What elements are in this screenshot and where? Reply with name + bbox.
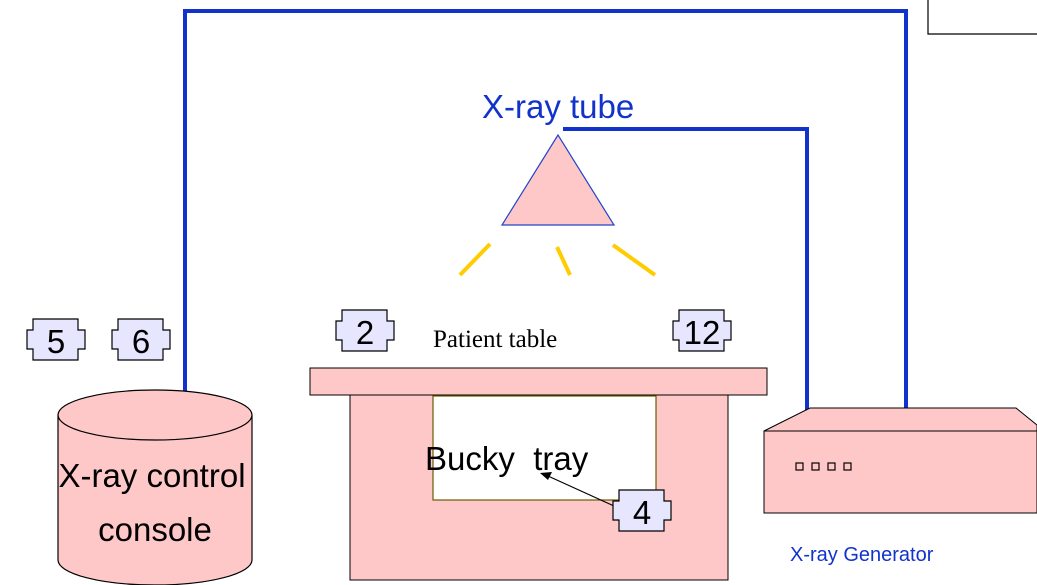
console-label-line1: X-ray control	[58, 457, 245, 494]
patient-table-top	[309, 367, 768, 396]
generator-button	[843, 462, 852, 471]
connector-12: 12	[672, 309, 732, 352]
console-label-line2: console	[98, 511, 212, 548]
connector-5-label: 5	[47, 323, 65, 360]
bucky-pointer-arrowhead	[540, 472, 552, 480]
bucky-pointer-line	[547, 475, 615, 507]
generator-button	[811, 462, 820, 471]
cable-console-to-generator	[183, 9, 908, 408]
beam-right	[611, 243, 657, 277]
offscreen-box-outline	[927, 0, 1037, 35]
cable-tube-to-generator	[563, 127, 809, 414]
xray-tube-label: X-ray tube	[482, 88, 634, 125]
bucky-tray	[432, 395, 657, 501]
patient-table-label: Patient table	[433, 326, 557, 353]
connector-2-label: 2	[356, 314, 374, 351]
connector-6-label: 6	[132, 323, 150, 360]
xray-tube-triangle	[500, 133, 616, 226]
console-top	[57, 389, 253, 441]
xray-generator: X-ray Generator	[763, 407, 1037, 566]
console-body	[57, 415, 253, 585]
connector-4: 4	[612, 489, 672, 532]
connector-5: 5	[26, 318, 86, 361]
beam-center	[555, 246, 572, 276]
generator-top	[763, 407, 1037, 432]
generator-button	[795, 462, 804, 471]
generator-front	[763, 430, 1037, 514]
connector-2: 2	[335, 309, 395, 352]
xray-beams	[458, 242, 657, 277]
generator-label: X-ray Generator	[790, 544, 934, 566]
beam-left	[458, 242, 492, 277]
cables	[183, 9, 908, 414]
bucky-tray-label: Bucky tray	[425, 440, 589, 477]
connector-12-label: 12	[684, 314, 721, 351]
generator-buttons	[795, 462, 852, 471]
connector-6: 6	[111, 318, 171, 361]
xray-control-console: X-ray control console	[57, 389, 253, 585]
connector-4-label: 4	[633, 494, 651, 531]
generator-button	[827, 462, 836, 471]
